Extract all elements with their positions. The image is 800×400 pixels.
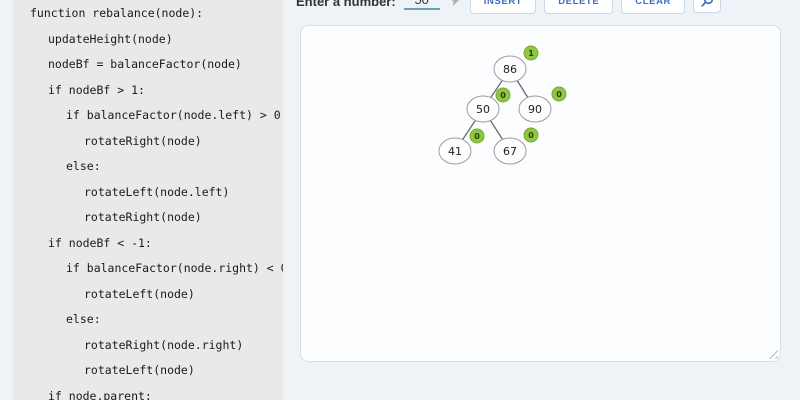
code-line: if balanceFactor(node.left) > 0:: [66, 108, 283, 122]
balance-factor-value: 0: [474, 132, 480, 141]
code-line: else:: [66, 159, 101, 173]
toolbar: Enter a number: ➤ INSERT DELETE CLEAR: [296, 0, 721, 14]
tree-canvas: 86 50 90 41 67 1 0 0 0 0: [300, 25, 781, 362]
code-line: rotateRight(node): [84, 210, 202, 224]
tree-node: [466, 95, 500, 123]
code-lines: function rebalance(node): updateHeight(no…: [13, 0, 283, 400]
avl-tree: 86 50 90 41 67 1 0 0 0 0: [438, 45, 567, 165]
code-line: function rebalance(node):: [30, 6, 204, 20]
code-line: if node.parent:: [48, 388, 152, 400]
tree-node-value: 90: [528, 103, 542, 116]
balance-factor-value: 0: [500, 91, 506, 100]
enter-number-label: Enter a number:: [296, 0, 396, 9]
code-panel: function rebalance(node): updateHeight(no…: [13, 0, 283, 400]
balance-factor-badge: [495, 87, 511, 103]
search-button[interactable]: [693, 0, 721, 13]
code-line: if balanceFactor(node.right) < 0:: [66, 261, 283, 275]
number-input[interactable]: [403, 0, 440, 10]
code-line: rotateLeft(node): [84, 363, 195, 377]
balance-factor-value: 0: [556, 90, 562, 99]
tree-node-value: 67: [503, 145, 517, 158]
tree-node-value: 41: [448, 145, 462, 158]
tree-node: [518, 95, 552, 123]
tree-node: [493, 55, 527, 83]
insert-button[interactable]: INSERT: [469, 0, 537, 14]
code-line: rotateLeft(node.left): [84, 184, 230, 199]
clear-button[interactable]: CLEAR: [621, 0, 685, 14]
code-line: updateHeight(node): [48, 31, 173, 46]
code-line: rotateLeft(node): [84, 286, 195, 301]
code-line: rotateRight(node): [84, 133, 202, 148]
balance-factor-badge: [469, 128, 485, 144]
code-line: nodeBf = balanceFactor(node): [48, 57, 242, 71]
tree-node-value: 86: [503, 63, 517, 76]
code-line: if nodeBf > 1:: [48, 82, 145, 97]
code-line: else:: [66, 312, 101, 326]
balance-factor-value: 1: [528, 49, 534, 58]
tree-node: [493, 137, 527, 165]
search-icon: [701, 0, 714, 7]
balance-factor-value: 0: [528, 131, 534, 140]
play-icon[interactable]: ➤: [446, 0, 464, 10]
tree-node-value: 50: [476, 103, 490, 116]
balance-factor-badge: [523, 127, 539, 143]
tree-node: [438, 137, 472, 165]
balance-factor-badge: [551, 86, 567, 102]
balance-factor-badge: [523, 45, 539, 61]
code-line: if nodeBf < -1:: [48, 235, 152, 250]
code-line: rotateRight(node.right): [84, 337, 244, 352]
delete-button[interactable]: DELETE: [544, 0, 614, 14]
